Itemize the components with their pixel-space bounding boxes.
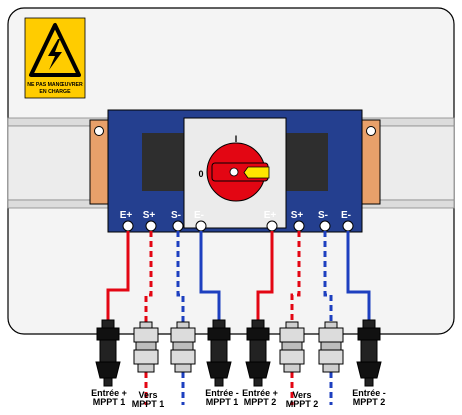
mc4-connector (356, 319, 382, 387)
wire (256, 231, 274, 320)
wire (176, 231, 185, 322)
terminal-screw (266, 220, 278, 232)
wire (199, 231, 221, 320)
mc4-connector (95, 319, 121, 387)
terminal-screw (122, 220, 134, 232)
terminal-screw (342, 220, 354, 232)
terminal-screw (293, 220, 305, 232)
cable-label-line1: Entrée + (91, 388, 127, 398)
switch-off-label: 0 (198, 169, 203, 179)
cable-label-line1: Entrée + (242, 388, 278, 398)
wire (106, 231, 130, 320)
cable-label-line1: Entrée - (352, 388, 386, 398)
wire (290, 231, 301, 322)
wire (144, 231, 153, 322)
cable-label-line1: Vers (292, 390, 311, 400)
isolator-switch: I 0 (107, 109, 363, 233)
lightning-bolt-icon (48, 39, 62, 70)
left-end-bracket (89, 119, 109, 205)
terminal-screw (195, 220, 207, 232)
gland-connector (170, 321, 196, 373)
terminal-label: E+ (120, 210, 133, 221)
switch-indicator (243, 166, 270, 179)
cable-label-line2: MPPT 1 (93, 397, 126, 407)
cable-label-line1: Vers (138, 390, 157, 400)
terminal-screw (145, 220, 157, 232)
gland-connector (279, 321, 305, 373)
wire (346, 231, 371, 320)
cable-label-line2: MPPT 1 (206, 397, 239, 407)
gland-connector (133, 321, 159, 373)
right-end-bracket (361, 119, 381, 205)
warning-sign: NE PAS MANŒUVRER EN CHARGE (24, 17, 86, 99)
switch-center (229, 167, 239, 177)
terminal-label: E+ (264, 210, 277, 221)
terminal-screw (319, 220, 331, 232)
terminal-screw (172, 220, 184, 232)
terminal-label: E- (341, 210, 351, 221)
cable-label-line2: MPPT 2 (353, 397, 386, 407)
wires (106, 231, 371, 405)
terminal-label: E- (194, 210, 204, 221)
terminal-label: S+ (291, 210, 304, 221)
terminal-label: S- (318, 210, 328, 221)
switch-on-label: I (235, 134, 238, 144)
terminal-label: S- (171, 210, 181, 221)
mc4-connector (206, 319, 232, 387)
warning-text-line2: EN CHARGE (39, 89, 71, 95)
cable-label-line2: MPPT 1 (132, 399, 165, 409)
mc4-connector (245, 319, 271, 387)
warning-text-line1: NE PAS MANŒUVRER (27, 82, 83, 88)
cable-label-line2: MPPT 2 (244, 397, 277, 407)
terminal-label: S+ (143, 210, 156, 221)
gland-connector (318, 321, 344, 373)
cable-label-line2: MPPT 2 (286, 399, 319, 409)
connectors (95, 319, 382, 387)
wire (323, 231, 333, 322)
cable-label-line1: Entrée - (205, 388, 239, 398)
